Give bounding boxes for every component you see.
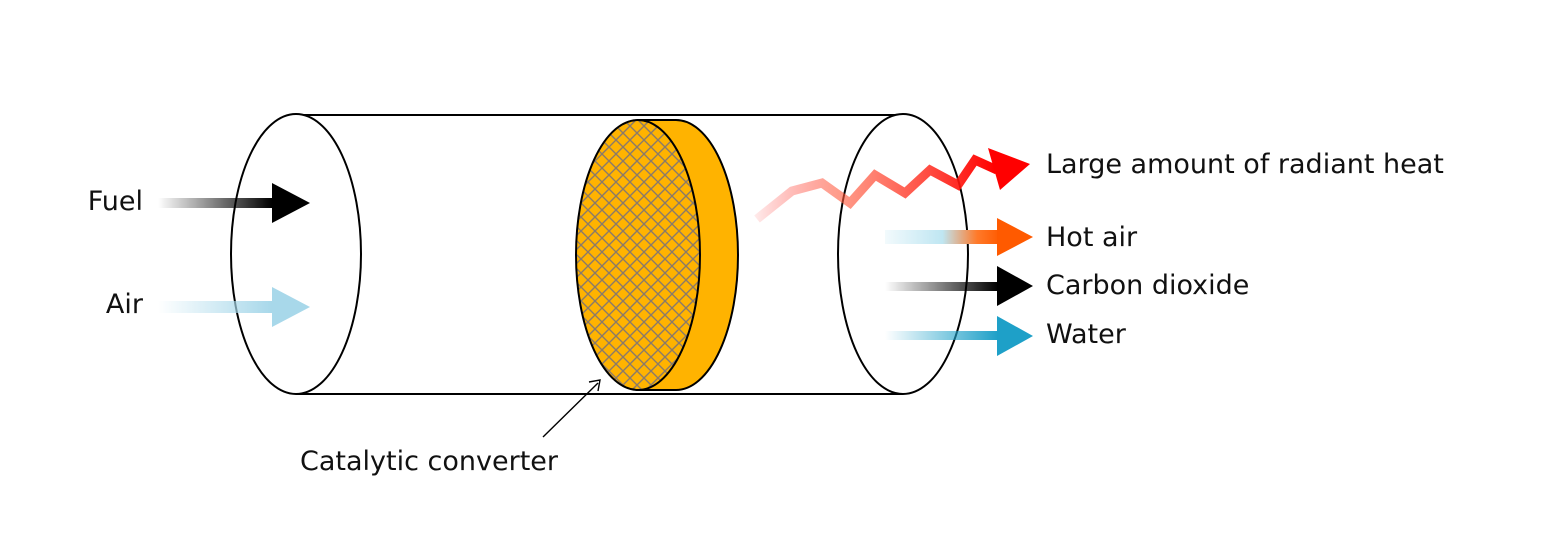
catalytic-converter-label: Catalytic converter (300, 446, 559, 477)
water-label: Water (1046, 319, 1127, 350)
radiant-heat-label: Large amount of radiant heat (1046, 149, 1444, 180)
cylinder-inlet-end (230, 113, 362, 395)
catalytic-converter (575, 119, 739, 391)
carbon-dioxide-arrow (885, 266, 1033, 306)
air-label: Air (106, 289, 144, 320)
air-arrow (158, 287, 310, 327)
converter-mesh (575, 119, 701, 391)
hot-air-arrow (885, 218, 1033, 256)
converter-pointer (542, 379, 601, 438)
water-arrow (885, 316, 1033, 356)
carbon-dioxide-label: Carbon dioxide (1046, 270, 1249, 301)
fuel-label: Fuel (88, 186, 143, 217)
fuel-arrow (158, 183, 310, 223)
hot-air-label: Hot air (1046, 222, 1138, 253)
cylinder-outlet-end (837, 113, 969, 395)
radiant-heat-arrow (754, 148, 1030, 223)
